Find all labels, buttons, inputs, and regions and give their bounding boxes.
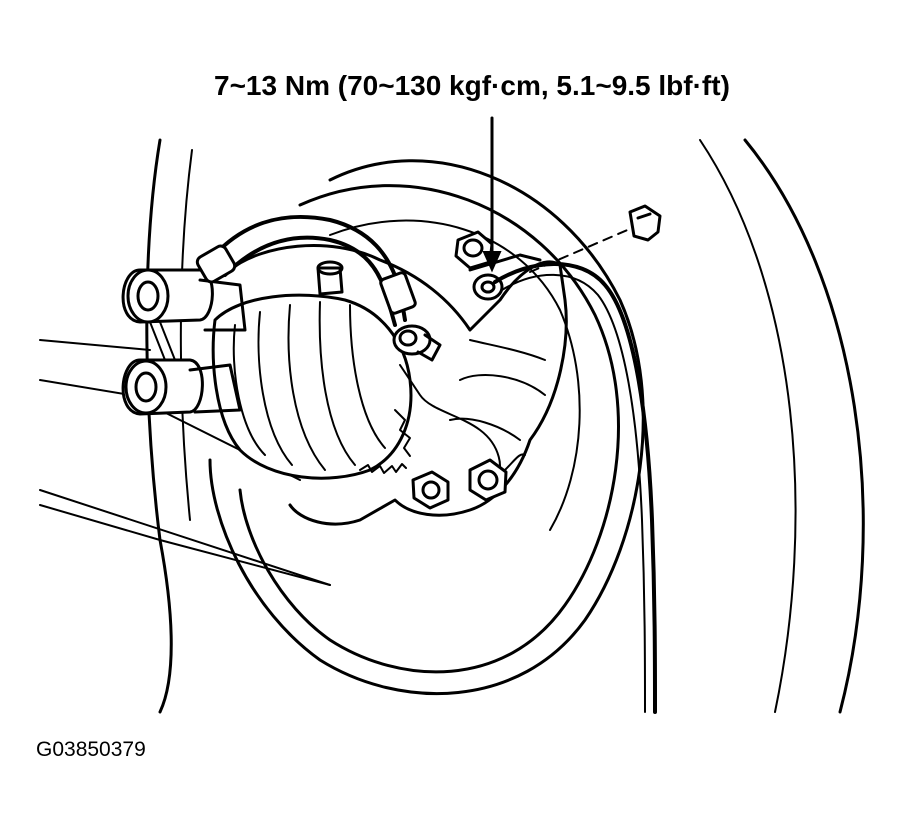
abs-tone-ring [359, 463, 407, 474]
brake-disc-outer [208, 159, 645, 696]
figure-code: G03850379 [36, 738, 146, 761]
grommet-dashed-leader [529, 227, 633, 273]
torque-specification-label: 7~13 Nm (70~130 kgf·cm, 5.1~9.5 lbf·ft) [214, 70, 730, 101]
backing-plate [329, 219, 581, 531]
bracket-bolt-lower [468, 453, 526, 502]
hose-fitting-bolt [392, 324, 442, 362]
knuckle-stud [316, 260, 344, 296]
brake-disc-inner [238, 184, 620, 674]
tire-outer-arc [743, 138, 865, 714]
tire-inner-arc [699, 139, 797, 713]
knuckle-rib [469, 339, 546, 361]
cv-boot [211, 293, 413, 480]
abs-sensor-cable [493, 262, 657, 714]
control-arm-bottom [39, 504, 331, 586]
brake-hose [208, 215, 407, 322]
cable-grommet [628, 204, 662, 242]
wheel-left-arc-outer [145, 138, 173, 714]
brake-caliper [121, 268, 247, 416]
knuckle-bolt-lower [411, 470, 450, 510]
sensor-bolt-upper [454, 230, 494, 270]
wheel-left-arc-inner [179, 149, 193, 521]
control-arm-lower [39, 489, 331, 586]
torque-leader-arrowhead [482, 251, 502, 273]
steering-knuckle [228, 244, 568, 526]
control-arm-upper [39, 339, 151, 351]
